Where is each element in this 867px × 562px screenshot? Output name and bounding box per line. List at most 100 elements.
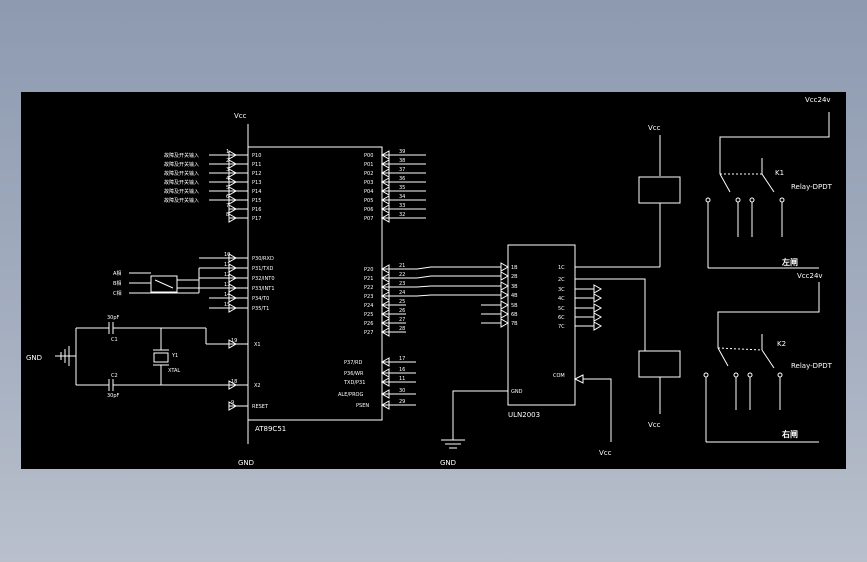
- svg-text:P15: P15: [252, 198, 261, 204]
- driver-body: [507, 244, 576, 406]
- svg-text:33: 33: [399, 203, 405, 209]
- svg-text:P04: P04: [364, 189, 373, 195]
- p1-input-label: 故障及开关输入: [164, 197, 199, 204]
- svg-text:15: 15: [224, 302, 230, 308]
- svg-text:26: 26: [399, 308, 405, 314]
- driver-com-vcc: Vcc: [573, 374, 612, 457]
- svg-text:P25: P25: [364, 312, 373, 318]
- relay-k2: Vcc Vcc24v K2 Relay-DPDT 右闸: [592, 272, 833, 443]
- svg-text:1B: 1B: [511, 265, 518, 271]
- svg-text:35: 35: [399, 185, 405, 191]
- svg-text:3: 3: [226, 167, 229, 173]
- svg-text:P22: P22: [364, 285, 373, 291]
- phase-b-label: B相: [113, 280, 121, 287]
- p0-pin: P04 35: [364, 185, 426, 196]
- p2-pin: P22 23: [364, 281, 406, 292]
- svg-text:36: 36: [399, 176, 405, 182]
- svg-text:TXD/P31: TXD/P31: [343, 380, 365, 386]
- svg-text:P16: P16: [252, 207, 261, 213]
- k1-supply-wire: [719, 112, 830, 174]
- svg-text:P33/INT1: P33/INT1: [252, 286, 275, 292]
- p1-input-labels: 故障及开关输入 故障及开关输入 故障及开关输入 故障及开关输入 故障及开关输入 …: [164, 152, 199, 204]
- svg-text:P01: P01: [364, 162, 373, 168]
- relay-k1: Vcc Vcc24v K1 Relay-DPDT 左闸: [592, 96, 833, 269]
- k1-contact: [719, 173, 731, 193]
- svg-text:P31/TXD: P31/TXD: [252, 266, 274, 272]
- osc-gnd-label: GND: [26, 354, 42, 362]
- svg-text:X2: X2: [254, 383, 261, 389]
- k2-supply-label: Vcc24v: [797, 272, 823, 280]
- svg-text:11: 11: [399, 376, 405, 382]
- svg-text:P14: P14: [252, 189, 261, 195]
- svg-text:4C: 4C: [558, 296, 565, 302]
- crystal-freq: XTAL: [168, 368, 180, 374]
- svg-text:4: 4: [226, 176, 229, 182]
- svg-text:P05: P05: [364, 198, 373, 204]
- svg-text:3C: 3C: [558, 287, 565, 293]
- driver-inputs: 1B 2B 3B 4B 5B 6B 7B: [500, 262, 518, 328]
- svg-text:GND: GND: [440, 459, 456, 467]
- phase-sensor-box: [150, 275, 178, 293]
- k1-name: K1: [775, 169, 784, 177]
- svg-text:3B: 3B: [511, 284, 518, 290]
- driver-gnd: GND: [440, 390, 508, 467]
- p1-input-label: 故障及开关输入: [164, 161, 199, 168]
- svg-text:29: 29: [399, 399, 405, 405]
- svg-text:6B: 6B: [511, 312, 518, 318]
- svg-text:2B: 2B: [511, 274, 518, 280]
- svg-text:6C: 6C: [558, 315, 565, 321]
- svg-text:Vcc: Vcc: [599, 449, 612, 457]
- svg-text:P02: P02: [364, 171, 373, 177]
- svg-text:9: 9: [231, 400, 234, 406]
- k2-coil: [638, 350, 681, 378]
- svg-text:RESET: RESET: [252, 404, 269, 410]
- crystal-body: [153, 352, 169, 363]
- k2-name: K2: [777, 340, 786, 348]
- svg-text:13: 13: [224, 282, 230, 288]
- c1-name: C1: [111, 337, 118, 343]
- svg-text:14: 14: [224, 292, 230, 298]
- mcu-to-driver-bus: [406, 266, 501, 324]
- svg-text:6: 6: [226, 194, 229, 200]
- p1-input-label: 故障及开关输入: [164, 188, 199, 195]
- svg-text:P35/T1: P35/T1: [252, 306, 269, 312]
- svg-text:28: 28: [399, 326, 405, 332]
- p1-input-label: 故障及开关输入: [164, 152, 199, 159]
- svg-text:8: 8: [226, 212, 229, 218]
- oscillator: GND 19 X1 30pF C1 18 X2 C2 30pF Y1 XTAL: [26, 315, 261, 399]
- k2-contact: [717, 347, 729, 367]
- k2-contact: [761, 349, 775, 369]
- svg-text:P30/RXD: P30/RXD: [252, 256, 274, 262]
- driver-com-pin: COM: [553, 373, 565, 379]
- phase-sensor: A相 B相 C相: [113, 268, 200, 297]
- svg-text:23: 23: [399, 281, 405, 287]
- svg-text:2: 2: [226, 158, 229, 164]
- k1-type: Relay-DPDT: [791, 183, 833, 191]
- svg-text:2C: 2C: [558, 277, 565, 283]
- reset-pin: 9 RESET: [228, 400, 269, 411]
